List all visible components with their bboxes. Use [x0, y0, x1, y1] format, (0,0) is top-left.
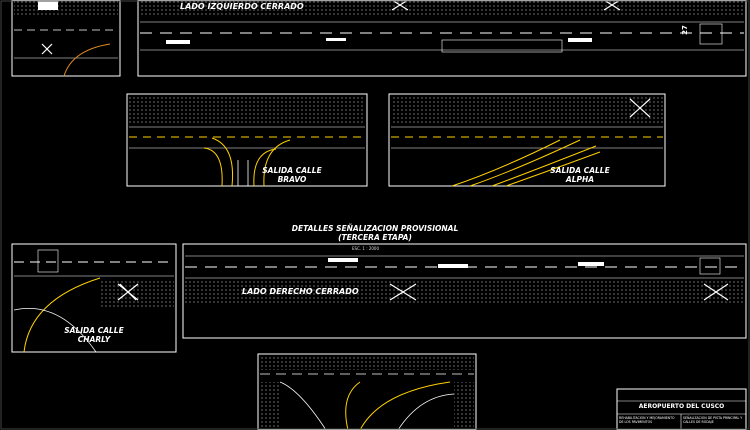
label-exit-alpha: SALIDA CALLE ALPHA: [550, 166, 610, 184]
title-block-project: AEROPUERTO DEL CUSCO: [638, 403, 725, 410]
title-block-description-left: REHABILITACION Y MEJORAMIENTO DE LOS PAV…: [619, 416, 675, 424]
title-block-description-right: SEÑALIZACION DE PISTA PRINCIPAL Y CALLES…: [683, 416, 743, 424]
label-right-side-closed: LADO DERECHO CERRADO: [242, 287, 359, 296]
label-exit-charly: SALIDA CALLE CHARLY: [62, 326, 126, 344]
label-exit-charly-line1: SALIDA CALLE: [64, 326, 124, 335]
panel-exit-alpha: [388, 93, 666, 187]
panel-top-left: [11, 0, 121, 77]
panel-lower-main: [119, 243, 747, 339]
label-left-side-closed: LADO IZQUIERDO CERRADO: [180, 2, 304, 11]
panel-bottom-center: [257, 353, 477, 430]
label-exit-bravo-line2: BRAVO: [277, 175, 307, 184]
label-exit-alpha-line1: SALIDA CALLE: [550, 166, 610, 175]
label-exit-bravo-line1: SALIDA CALLE: [262, 166, 322, 175]
scale-note: ESC. 1 : 2000: [352, 246, 380, 251]
title-block-frame: [616, 388, 747, 430]
closed-x-marker-1: [41, 43, 53, 55]
runway-number: 27: [680, 25, 689, 35]
section-subtitle-line: (TERCERA ETAPA): [338, 233, 412, 242]
closed-x-marker-3: [629, 98, 651, 118]
section-title: DETALLES SEÑALIZACION PROVISIONAL (TERCE…: [290, 224, 460, 242]
closed-x-marker-5: [119, 283, 729, 301]
label-exit-bravo: SALIDA CALLE BRAVO: [262, 166, 322, 184]
section-title-line: DETALLES SEÑALIZACION PROVISIONAL: [291, 224, 459, 233]
label-exit-charly-line2: CHARLY: [77, 335, 111, 344]
label-exit-alpha-line2: ALPHA: [565, 175, 595, 184]
panel-exit-charly: [11, 243, 177, 353]
panel-top-main: [137, 0, 747, 77]
panel-exit-bravo: [126, 93, 368, 187]
closed-x-marker-2: [391, 0, 621, 11]
